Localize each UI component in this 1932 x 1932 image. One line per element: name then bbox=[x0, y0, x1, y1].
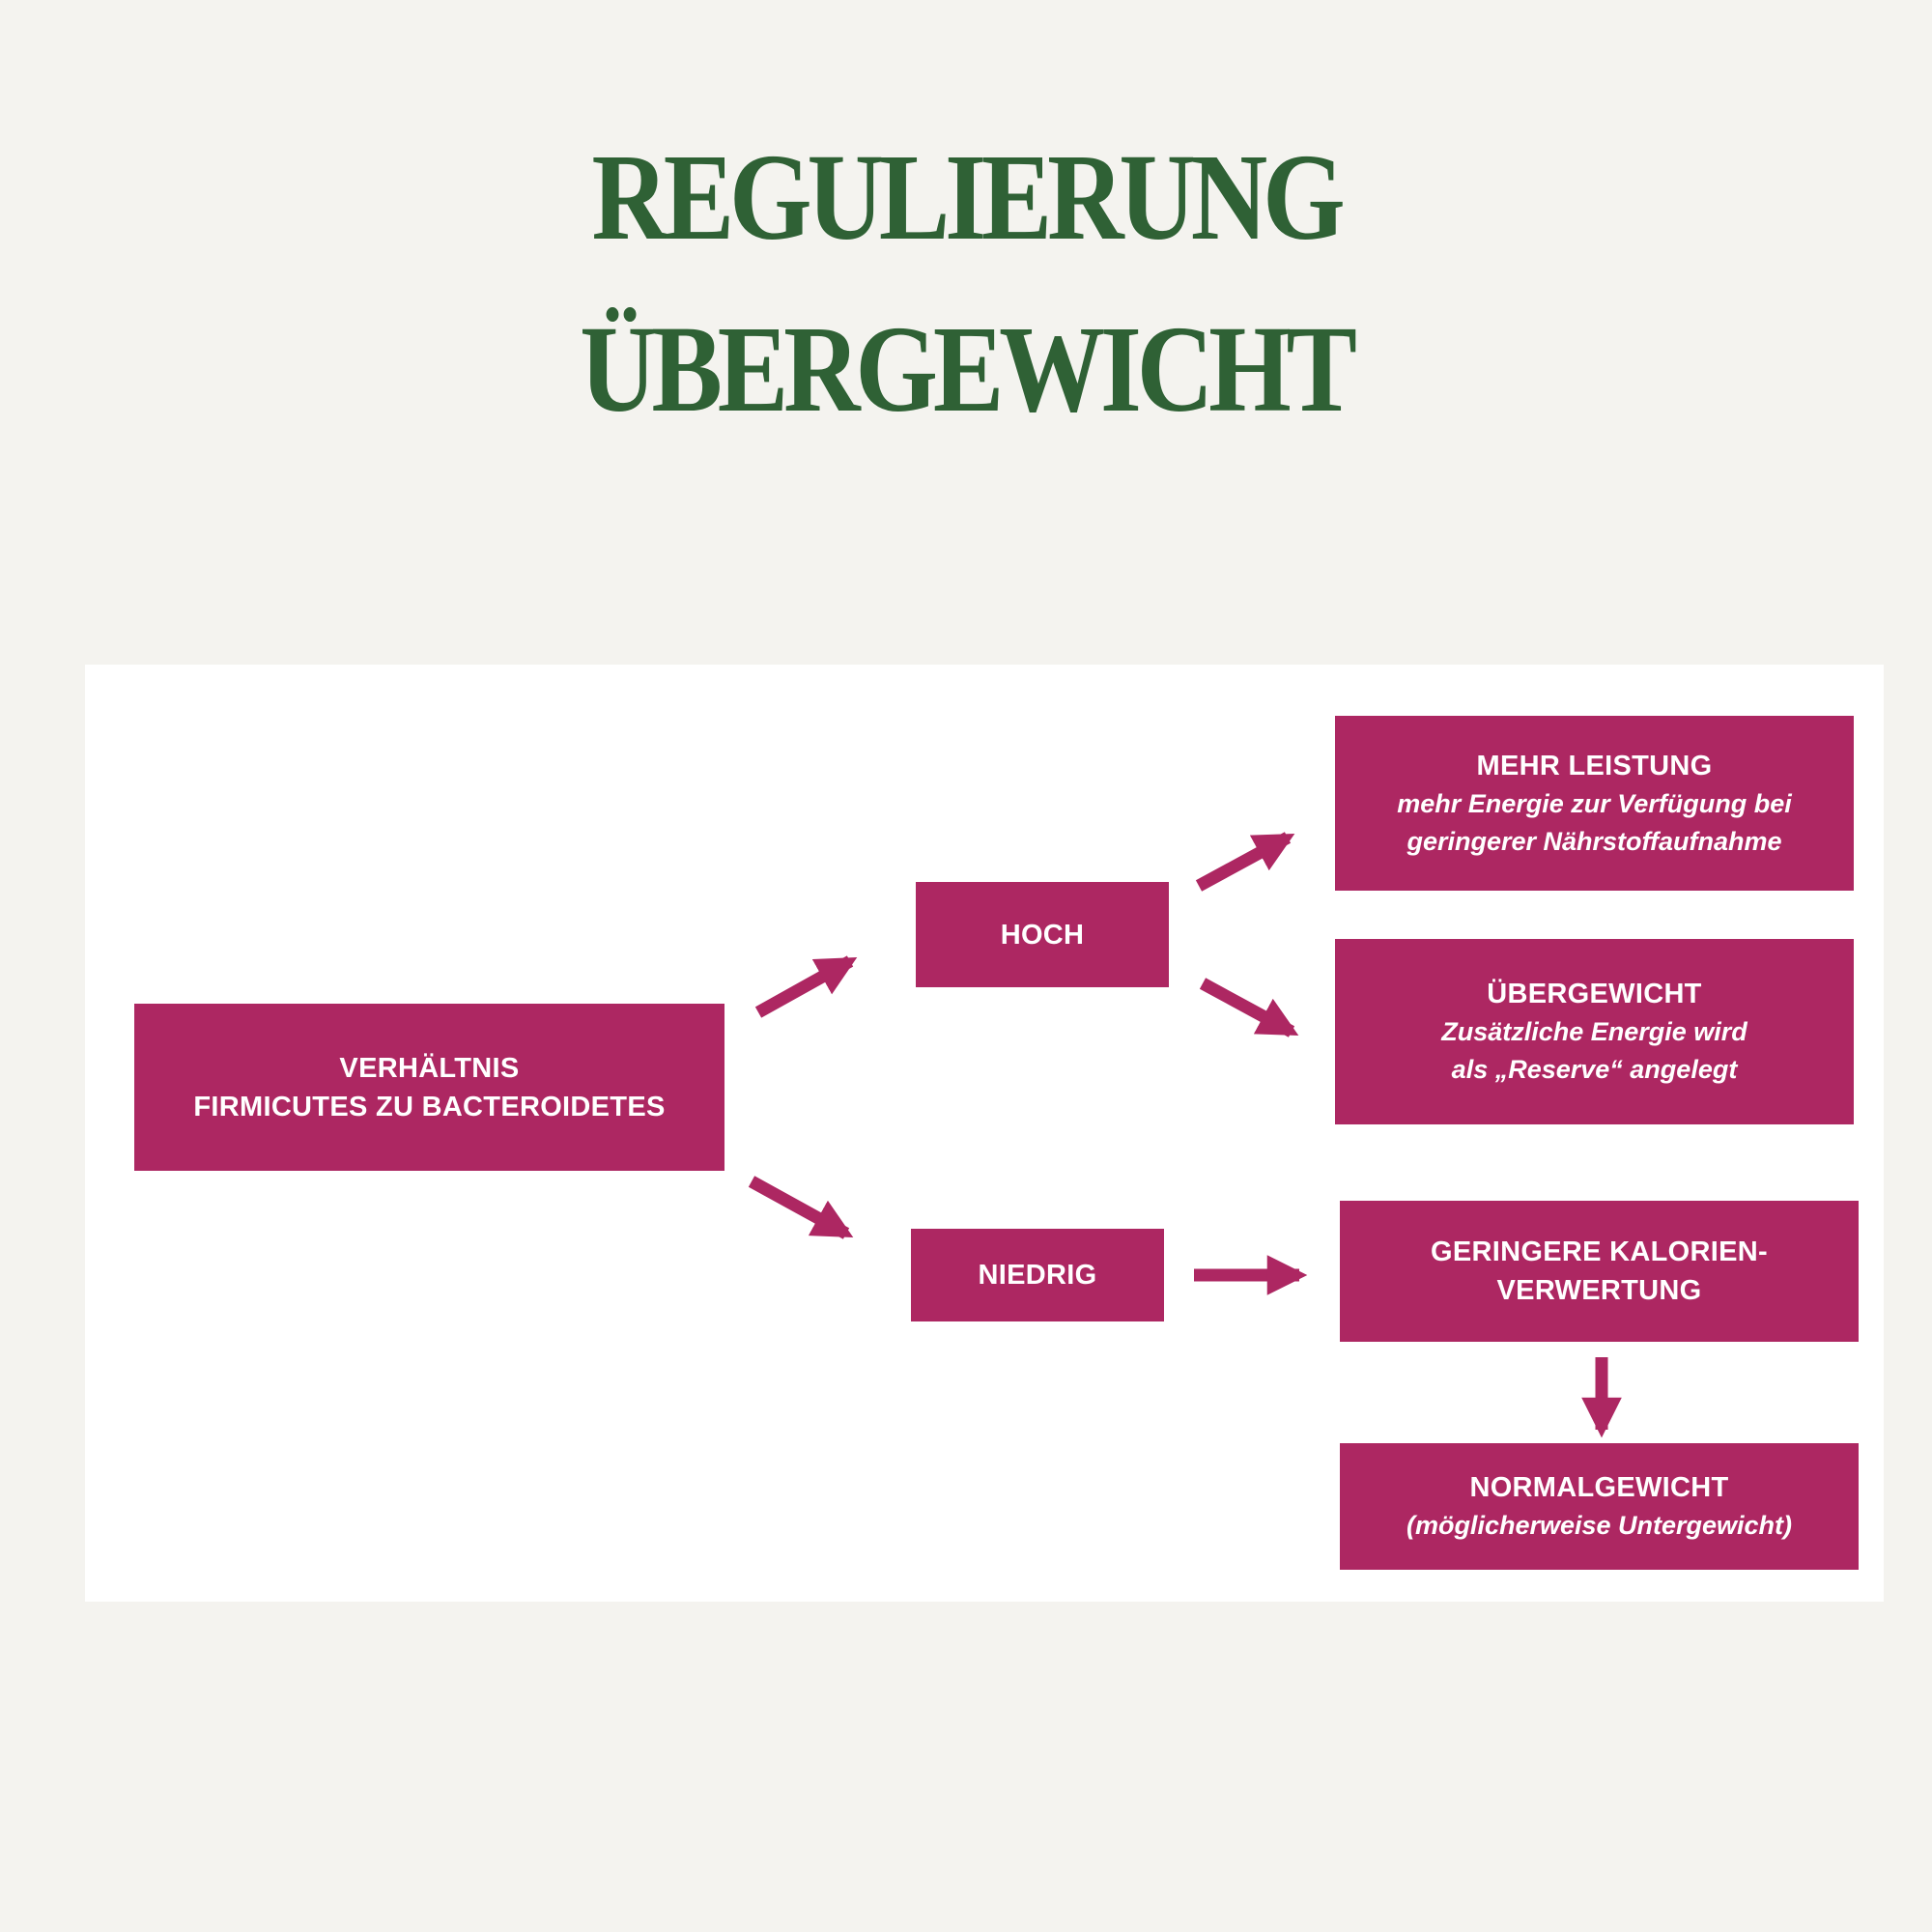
box-performance-title: MEHR LEISTUNG bbox=[1476, 750, 1713, 781]
title-line-2: ÜBERGEWICHT bbox=[580, 300, 1357, 438]
box-overweight-title: ÜBERGEWICHT bbox=[1487, 979, 1702, 1009]
box-normal-line1: (möglicherweise Untergewicht) bbox=[1406, 1511, 1793, 1540]
arrow-root-to-low bbox=[748, 1176, 854, 1239]
box-performance-line2: geringerer Nährstoffaufnahme bbox=[1406, 826, 1782, 856]
box-low: NIEDRIG bbox=[911, 1229, 1164, 1321]
box-ratio: VERHÄLTNIS FIRMICUTES ZU BACTEROIDETES bbox=[134, 1004, 724, 1171]
box-ratio-line2: FIRMICUTES ZU BACTEROIDETES bbox=[193, 1091, 666, 1122]
box-overweight: ÜBERGEWICHT Zusätzliche Energie wird als… bbox=[1335, 939, 1854, 1124]
box-overweight-line2: als „Reserve“ angelegt bbox=[1451, 1055, 1738, 1084]
box-calories: GERINGERE KALORIEN- VERWERTUNG bbox=[1340, 1201, 1859, 1342]
arrow-high-to-overweight bbox=[1199, 978, 1299, 1037]
box-high-label: HOCH bbox=[1000, 919, 1085, 951]
box-normal: NORMALGEWICHT (möglicherweise Untergewic… bbox=[1340, 1443, 1859, 1570]
box-normal-title: NORMALGEWICHT bbox=[1469, 1472, 1729, 1503]
flow-arrows bbox=[748, 832, 1622, 1438]
box-low-label: NIEDRIG bbox=[978, 1260, 1097, 1291]
diagram-panel: VERHÄLTNIS FIRMICUTES ZU BACTEROIDETES H… bbox=[85, 665, 1884, 1602]
box-overweight-line1: Zusätzliche Energie wird bbox=[1441, 1017, 1747, 1046]
box-performance: MEHR LEISTUNG mehr Energie zur Verfügung… bbox=[1335, 716, 1854, 891]
arrow-root-to-high bbox=[754, 955, 858, 1018]
title-line-1: REGULIERUNG bbox=[591, 128, 1345, 266]
box-performance-line1: mehr Energie zur Verfügung bei bbox=[1397, 788, 1792, 818]
box-ratio-line1: VERHÄLTNIS bbox=[339, 1052, 520, 1084]
box-high: HOCH bbox=[916, 882, 1169, 987]
arrow-high-to-performance bbox=[1195, 832, 1295, 892]
box-calories-line1: GERINGERE KALORIEN- bbox=[1431, 1236, 1768, 1267]
box-calories-line2: VERWERTUNG bbox=[1496, 1275, 1702, 1306]
